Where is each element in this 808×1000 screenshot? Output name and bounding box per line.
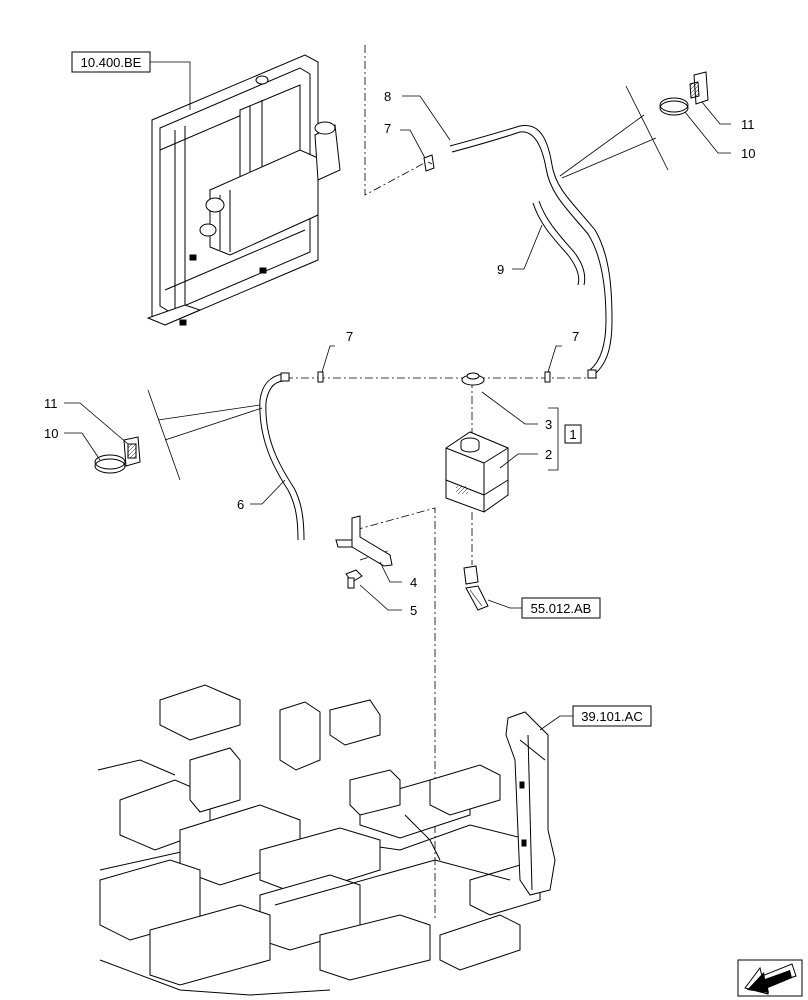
hose-middle-9 xyxy=(532,200,586,286)
expansion-tank xyxy=(445,431,509,513)
callout-leaders xyxy=(64,61,731,731)
callout-7-right: 7 xyxy=(572,329,579,344)
front-direction-arrow-icon xyxy=(737,959,803,997)
callout-10-left: 10 xyxy=(44,426,58,441)
callout-6: 6 xyxy=(237,497,244,512)
mounting-bracket xyxy=(335,515,393,567)
callout-2: 2 xyxy=(545,447,552,462)
hose-upper-8 xyxy=(449,124,613,379)
clamp-left xyxy=(94,454,126,474)
right-frame-bracket xyxy=(505,711,556,896)
clip-upper-7 xyxy=(423,154,435,172)
hose-left-6 xyxy=(259,372,305,541)
ref-assembly-text: 1 xyxy=(569,427,576,442)
tank-cap xyxy=(461,372,485,386)
strap-left xyxy=(123,436,141,467)
callout-11-upper: 11 xyxy=(741,117,755,132)
callout-10-upper: 10 xyxy=(741,146,755,161)
ref-frame-text: 39.101.AC xyxy=(581,709,642,724)
ref-radiator-text: 10.400.BE xyxy=(81,55,142,70)
callout-7-upper: 7 xyxy=(384,121,391,136)
bundle-leaders-upper xyxy=(559,85,669,179)
machine-frame xyxy=(97,684,541,996)
ref-fitting-text: 55.012.AB xyxy=(531,601,592,616)
callout-3: 3 xyxy=(545,417,552,432)
callout-8: 8 xyxy=(384,89,391,104)
clip-left-7 xyxy=(317,371,324,383)
bundle-leaders-left xyxy=(147,389,263,481)
ref-box-radiator[interactable]: 10.400.BE xyxy=(71,51,151,73)
bolt xyxy=(345,569,363,589)
callout-9: 9 xyxy=(497,262,504,277)
callout-4: 4 xyxy=(410,575,417,590)
ref-box-assembly[interactable]: 1 xyxy=(564,424,582,444)
callout-7-left: 7 xyxy=(346,329,353,344)
ref-box-fitting[interactable]: 55.012.AB xyxy=(521,597,601,619)
tank-fitting xyxy=(463,565,489,611)
callout-11-left: 11 xyxy=(44,396,58,411)
strap-upper xyxy=(689,71,709,105)
clamp-upper xyxy=(659,97,689,116)
ref-box-frame[interactable]: 39.101.AC xyxy=(572,705,652,727)
callout-5: 5 xyxy=(410,603,417,618)
radiator-assembly xyxy=(146,54,341,326)
clip-right-7 xyxy=(544,371,551,383)
